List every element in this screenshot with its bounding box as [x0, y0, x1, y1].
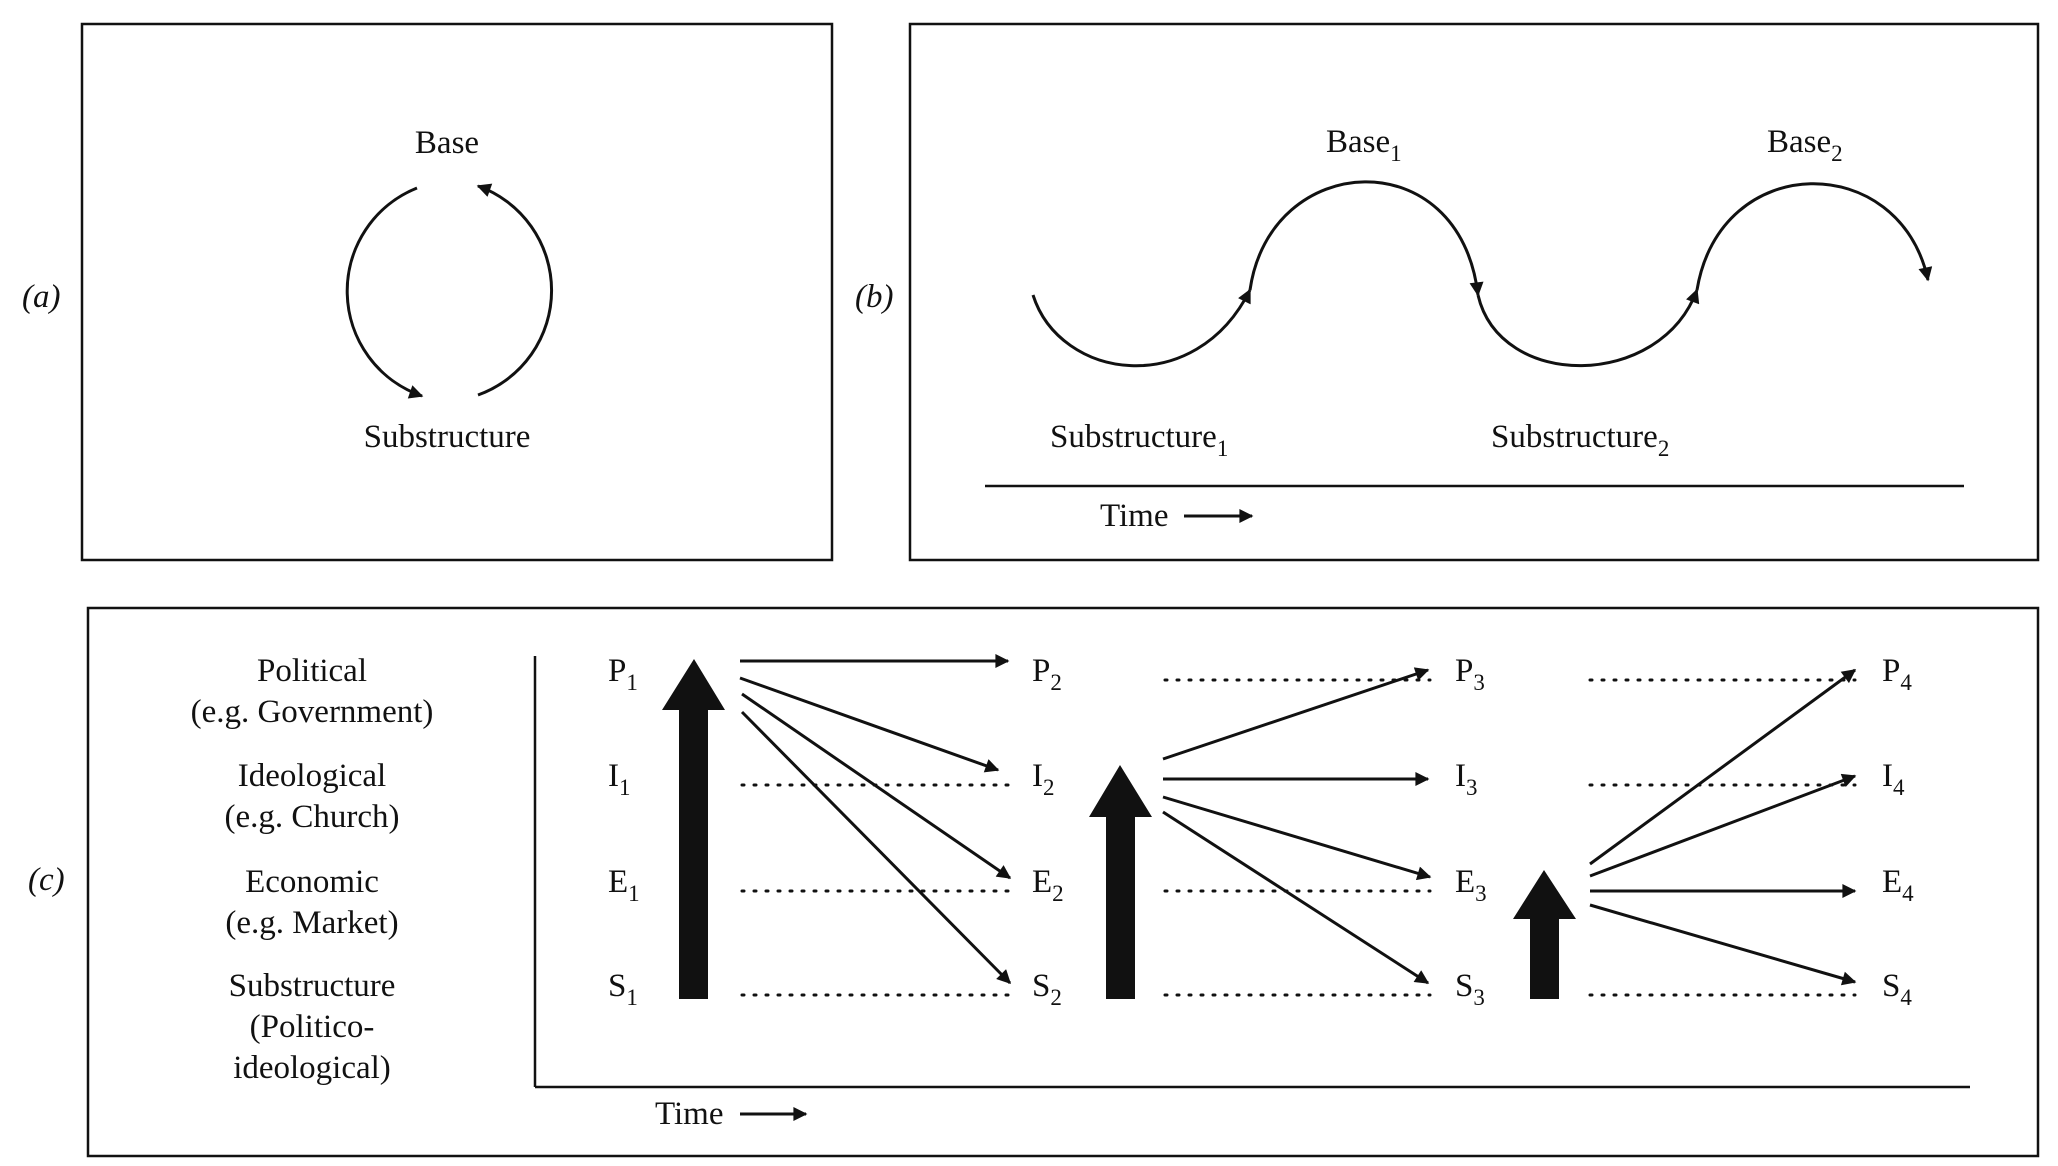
- arrow-p1-s2: [740, 710, 1012, 985]
- node-i1: I1: [608, 758, 631, 800]
- panel-b-frame: [908, 22, 2040, 562]
- row-label-substructure: Substructure: [229, 968, 396, 1004]
- base1-label: Base1: [1326, 124, 1402, 166]
- row-label-political-example: (e.g. Government): [191, 694, 434, 730]
- node-labels: P1 I1 E1 S1 P2 I2 E2 S2 P3 I3 E3 S3 P4 I…: [608, 653, 1914, 1010]
- node-e2: E2: [1032, 864, 1064, 906]
- base2-label: Base2: [1767, 124, 1843, 166]
- row-label-substructure-line2: (Politico-: [250, 1009, 375, 1045]
- node-e1: E1: [608, 864, 640, 906]
- panel-c-tag: (c): [28, 862, 65, 898]
- base-label: Base: [415, 125, 479, 161]
- arrow-b3-s4: [1589, 903, 1857, 986]
- node-s2: S2: [1032, 968, 1062, 1010]
- wave-segment-4: [1695, 182, 1933, 291]
- substructure2-label: Substructure2: [1491, 419, 1669, 461]
- panel-a: (a) Base Substructure: [22, 22, 834, 562]
- row-label-economic-example: (e.g. Market): [225, 905, 398, 941]
- node-e3: E3: [1455, 864, 1487, 906]
- node-i3: I3: [1455, 758, 1478, 800]
- thick-arrow-1: [662, 659, 725, 999]
- thick-arrow-2: [1089, 765, 1152, 999]
- panel-b-tag: (b): [855, 279, 893, 315]
- substructure-label: Substructure: [364, 419, 531, 455]
- arrow-b2-e3: [1162, 795, 1432, 881]
- row-label-political: Political: [257, 653, 367, 689]
- row-labels: Political (e.g. Government) Ideological …: [191, 653, 434, 1086]
- node-p1: P1: [608, 653, 638, 695]
- panel-a-frame: [80, 22, 834, 562]
- time-label-c: Time: [655, 1096, 723, 1132]
- node-p4: P4: [1882, 653, 1912, 695]
- node-p2: P2: [1032, 653, 1062, 695]
- row-label-ideological: Ideological: [238, 758, 386, 794]
- node-e4: E4: [1882, 864, 1914, 906]
- arrow-b2-p3: [1162, 667, 1430, 761]
- time-label-b: Time: [1100, 498, 1168, 534]
- row-label-substructure-line3: ideological): [233, 1050, 391, 1086]
- thick-arrow-3: [1513, 870, 1576, 999]
- panel-a-tag: (a): [22, 279, 60, 315]
- wave-segment-1: [1031, 288, 1252, 368]
- transition-arrows: [739, 654, 1857, 986]
- arrow-p1-i2: [739, 676, 1000, 773]
- cycle-arrow-down: [345, 186, 424, 399]
- panel-b: (b) Base1 Base2 Substructure1 Substructu…: [855, 22, 2040, 562]
- node-s1: S1: [608, 968, 638, 1010]
- node-i4: I4: [1882, 758, 1905, 800]
- node-p3: P3: [1455, 653, 1485, 695]
- arrow-b3-p4: [1589, 668, 1857, 866]
- row-label-economic: Economic: [245, 864, 379, 900]
- panel-c: (c) Political (e.g. Government) Ideologi…: [28, 606, 2040, 1158]
- wave-segment-2: [1248, 180, 1484, 297]
- cycle-arrow-up: [476, 183, 554, 397]
- wave-segment-3: [1476, 288, 1700, 368]
- arrow-b3-i4: [1589, 773, 1857, 878]
- panel-c-frame: [86, 606, 2040, 1158]
- substructure1-label: Substructure1: [1050, 419, 1228, 461]
- node-s4: S4: [1882, 968, 1912, 1010]
- node-i2: I2: [1032, 758, 1055, 800]
- arrow-b2-s3: [1162, 810, 1430, 985]
- row-label-ideological-example: (e.g. Church): [224, 799, 399, 835]
- node-s3: S3: [1455, 968, 1485, 1010]
- arrow-p1-e2: [741, 692, 1012, 880]
